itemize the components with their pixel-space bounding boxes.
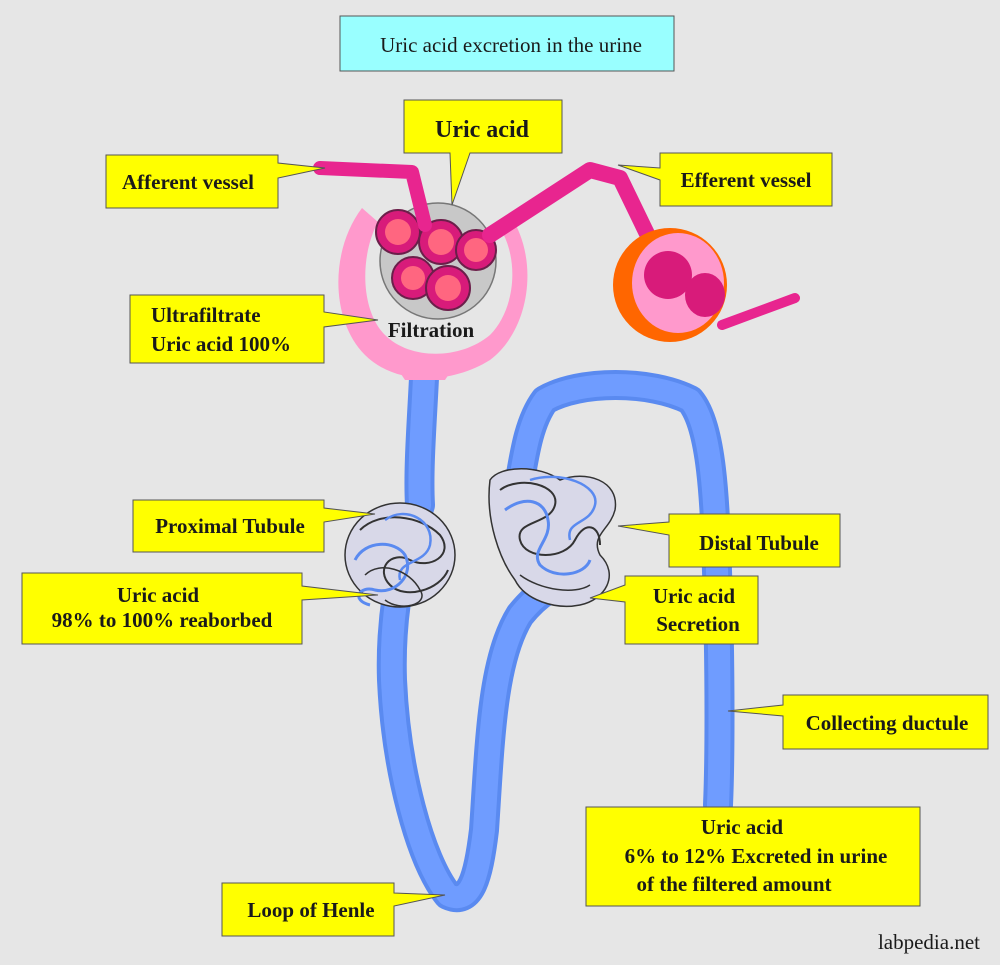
callout-efferent-vessel: Efferent vessel <box>617 152 833 207</box>
callout-label: 98% to 100% reaborbed <box>52 608 273 632</box>
callout-secretion: Uric acid Secretion <box>589 575 759 645</box>
callout-distal-tubule: Distal Tubule <box>617 513 841 568</box>
callout-ultrafiltrate: Ultrafiltrate Uric acid 100% <box>129 294 379 364</box>
callout-loop-of-henle: Loop of Henle <box>221 882 446 937</box>
callout-label: Afferent vessel <box>122 170 254 194</box>
callout-label: Ultrafiltrate <box>151 303 261 327</box>
callout-afferent-vessel: Afferent vessel <box>105 154 326 209</box>
capillary-loop <box>375 209 421 255</box>
glomerulus <box>375 202 497 320</box>
callout-label: Proximal Tubule <box>155 514 305 538</box>
callout-excreted: Uric acid 6% to 12% Excreted in urine of… <box>585 806 921 907</box>
callout-label: Uric acid <box>653 584 736 608</box>
proximal-convolution <box>344 502 456 608</box>
callout-label: Loop of Henle <box>247 898 374 922</box>
capillary-loop <box>391 256 435 300</box>
capillary-loop <box>425 265 471 311</box>
distal-convolution <box>488 468 617 607</box>
callout-label: Secretion <box>656 612 740 636</box>
diagram-title: Uric acid excretion in the urine <box>380 33 642 57</box>
callout-reabsorbed: Uric acid 98% to 100% reaborbed <box>21 572 379 645</box>
title-box: Uric acid excretion in the urine <box>339 15 675 72</box>
peritubular-capillary <box>613 228 800 342</box>
callout-label: Uric acid <box>117 583 200 607</box>
callout-label: of the filtered amount <box>637 872 832 896</box>
afferent-vessel <box>313 161 432 232</box>
callout-label: Distal Tubule <box>699 531 819 555</box>
callout-label: Uric acid <box>701 815 784 839</box>
callout-label: Uric acid 100% <box>151 332 291 356</box>
callout-label: Efferent vessel <box>681 168 812 192</box>
renal-tubule <box>376 363 735 913</box>
callout-collecting-ductule: Collecting ductule <box>727 694 989 750</box>
callout-proximal-tubule: Proximal Tubule <box>132 499 376 553</box>
bowmans-capsule <box>338 208 528 380</box>
callout-label: 6% to 12% Excreted in urine <box>625 844 888 868</box>
site-credit: labpedia.net <box>878 930 980 954</box>
efferent-vessel <box>482 162 658 248</box>
callout-label: Uric acid <box>435 117 530 143</box>
callout-label: Collecting ductule <box>806 711 969 735</box>
filtration-label: Filtration <box>388 318 475 342</box>
callout-uric-acid-top: Uric acid <box>403 99 563 206</box>
